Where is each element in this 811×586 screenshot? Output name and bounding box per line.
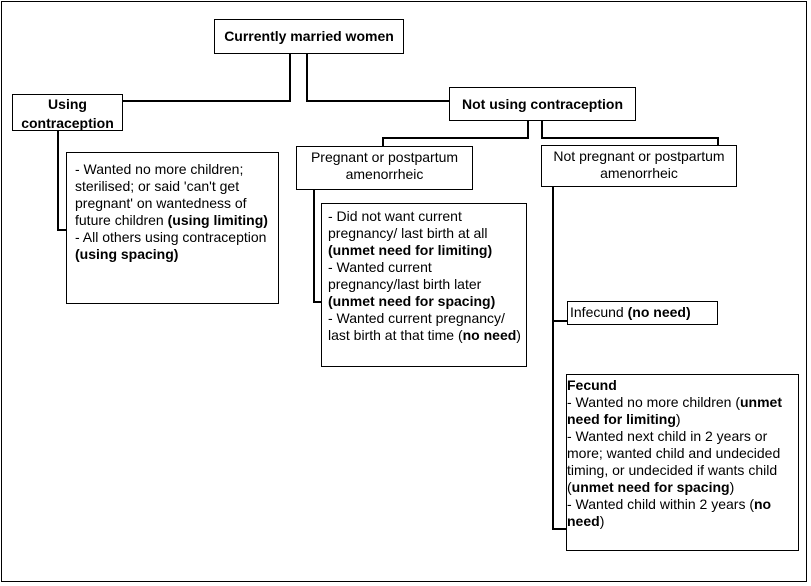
node-using-contraception-label: Using contraception (21, 96, 114, 131)
pregnant-spacing-label: (unmet need for spacing) (328, 293, 496, 309)
pregnant-noneed-label: no need (462, 327, 517, 343)
connector-notpregnant-trunk (552, 186, 554, 530)
node-pregnant-postpartum-label: Pregnant or postpartum amenorrheic (310, 149, 459, 182)
connector-infecund-arm (552, 320, 568, 322)
node-pregnant-details: - Did not want current pregnancy/ last b… (321, 203, 527, 367)
node-not-pregnant-postpartum-label: Not pregnant or postpartum amenorrheic (553, 148, 725, 181)
connector-notpregnant-stub (717, 137, 719, 146)
connector-notusing-notpregnant-horizontal (541, 137, 719, 139)
connector-root-notusing-vertical (306, 53, 308, 102)
node-currently-married-women-label: Currently married women (224, 28, 394, 44)
fecund-noneed-tail: ) (599, 513, 605, 529)
node-currently-married-women: Currently married women (214, 19, 404, 54)
using-limiting-item: - Wanted no more children; sterilised; o… (75, 161, 274, 229)
using-spacing-text: - All others using contraception (75, 229, 267, 245)
pregnant-spacing-text: - Wanted current pregnancy/last birth la… (328, 259, 482, 292)
using-spacing-item: - All others using contraception (using … (75, 229, 274, 263)
node-using-details: - Wanted no more children; sterilised; o… (66, 152, 279, 304)
pregnant-noneed-tail: ) (516, 327, 521, 343)
fecund-limiting-item: - Wanted no more children (unmet need fo… (567, 394, 795, 428)
connector-notusing-notpregnant-vertical (541, 120, 543, 139)
connector-using-details-arm (57, 229, 66, 231)
connector-fecund-arm (552, 528, 566, 530)
connector-root-using-vertical (289, 53, 291, 102)
fecund-noneed-label: no need (567, 496, 772, 529)
connector-using-details (57, 130, 59, 231)
infecund-text: Infecund (570, 304, 628, 320)
connector-notusing-pregnant-vertical (527, 120, 529, 139)
connector-pregnant-details (313, 189, 315, 303)
connector-root-notusing-horizontal (306, 100, 450, 102)
connector-pregnant-stub (382, 137, 384, 147)
infecund-label: (no need) (627, 304, 691, 320)
fecund-spacing-text: - Wanted next child in 2 years or more; … (567, 428, 781, 495)
node-infecund: Infecund (no need) (567, 301, 718, 325)
fecund-noneed-item: - Wanted child within 2 years (no need) (567, 496, 795, 530)
node-not-using-contraception: Not using contraception (449, 87, 636, 121)
node-fecund: Fecund - Wanted no more children (unmet … (566, 374, 799, 551)
fecund-limiting-tail: ) (675, 411, 681, 427)
pregnant-noneed-item: - Wanted current pregnancy/ last birth a… (328, 310, 522, 344)
node-not-pregnant-postpartum: Not pregnant or postpartum amenorrheic (541, 145, 737, 187)
fecund-spacing-item: - Wanted next child in 2 years or more; … (567, 428, 795, 496)
fecund-limiting-label: unmet need for limiting (567, 394, 782, 427)
connector-pregnant-details-arm (313, 301, 321, 303)
node-pregnant-postpartum: Pregnant or postpartum amenorrheic (296, 146, 473, 190)
fecund-title: Fecund (567, 377, 617, 393)
pregnant-noneed-text: - Wanted current pregnancy/ last birth a… (328, 310, 505, 343)
pregnant-spacing-item: - Wanted current pregnancy/last birth la… (328, 259, 522, 310)
node-not-using-contraception-label: Not using contraception (462, 96, 623, 112)
fecund-spacing-label: unmet need for spacing (571, 479, 730, 495)
connector-root-using-horizontal (122, 100, 291, 102)
fecund-noneed-text: - Wanted child within 2 years ( (567, 496, 754, 512)
fecund-limiting-text: - Wanted no more children ( (567, 394, 740, 410)
using-limiting-text: - Wanted no more children; sterilised; o… (75, 161, 247, 228)
using-limiting-label: (using limiting) (167, 212, 268, 228)
using-spacing-label: (using spacing) (75, 246, 179, 262)
connector-notusing-pregnant-horizontal (382, 137, 529, 139)
node-using-contraception: Using contraception (12, 94, 123, 131)
pregnant-limiting-item: - Did not want current pregnancy/ last b… (328, 208, 522, 259)
fecund-spacing-tail: ) (729, 479, 735, 495)
pregnant-limiting-text: - Did not want current pregnancy/ last b… (328, 208, 488, 241)
pregnant-limiting-label: (unmet need for limiting) (328, 242, 493, 258)
